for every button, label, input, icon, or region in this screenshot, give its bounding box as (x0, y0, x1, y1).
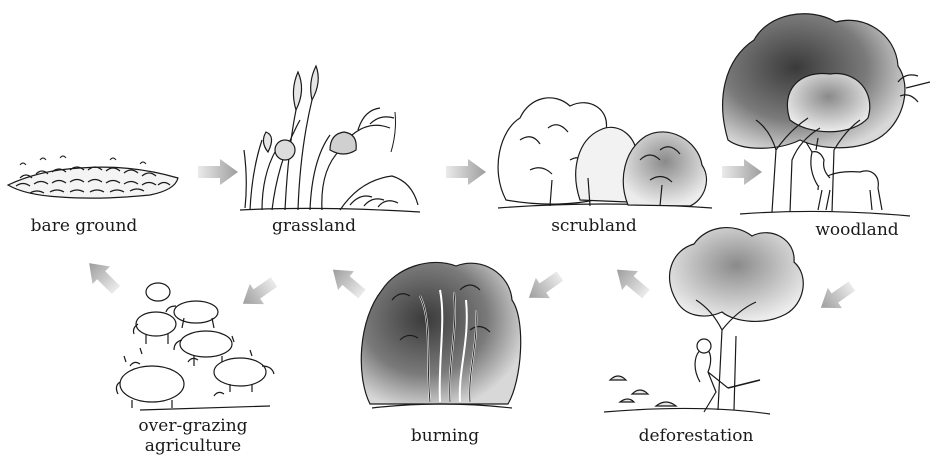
label-over-grazing: over-grazing (138, 416, 247, 436)
burning-illustration (361, 262, 520, 408)
grassland-illustration (240, 66, 420, 212)
label-grassland: grassland (272, 216, 356, 236)
label-agriculture: agriculture (138, 436, 247, 456)
deforestation-illustration (604, 228, 803, 414)
label-burning: burning (411, 426, 479, 446)
woodland-illustration (723, 14, 930, 216)
label-bare-ground: bare ground (31, 216, 138, 236)
arrow-grassland-to-over-grazing (236, 272, 281, 314)
arrow-bare-to-grassland (198, 159, 238, 185)
arrow-burning-to-grassland (325, 260, 370, 303)
label-over-grazing-agriculture: over-grazing agriculture (138, 416, 247, 456)
bare-ground-illustration (8, 156, 178, 198)
arrow-woodland-to-deforestation (814, 276, 859, 318)
arrow-scrubland-to-burning (522, 266, 567, 308)
label-scrubland: scrubland (551, 216, 637, 236)
arrow-grassland-to-scrubland (446, 159, 486, 185)
arrow-over-grazing-to-bare-ground (80, 254, 124, 298)
label-woodland: woodland (815, 220, 898, 240)
label-deforestation: deforestation (639, 426, 754, 446)
arrow-deforestation-to-scrubland (609, 260, 654, 303)
arrow-scrubland-to-woodland (722, 159, 762, 185)
scrubland-illustration (498, 98, 712, 208)
